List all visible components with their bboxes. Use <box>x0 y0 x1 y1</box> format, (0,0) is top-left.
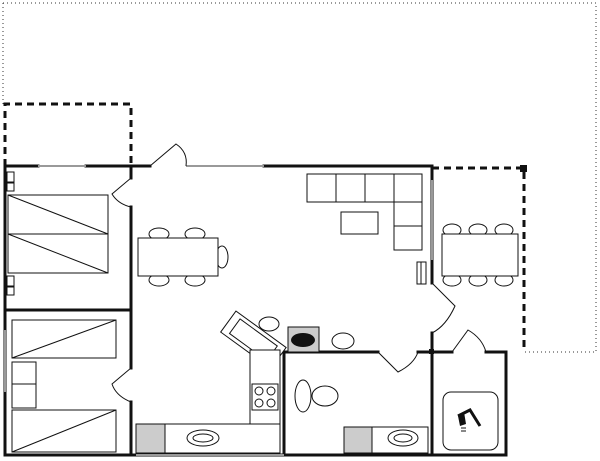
dining-table-left <box>137 227 229 287</box>
garden-boundary <box>3 2 597 353</box>
counter-sink-block <box>135 423 166 454</box>
kitchen-sink <box>186 429 220 447</box>
shower <box>442 391 499 451</box>
bunk-beds <box>11 319 117 453</box>
terrace-post <box>520 165 527 172</box>
terrace-door-post <box>429 349 434 354</box>
stool <box>331 332 355 350</box>
terrace-outline-right <box>432 166 526 352</box>
terrace-outline-left <box>3 102 133 166</box>
double-bed <box>6 171 109 296</box>
doors <box>111 143 487 403</box>
bathroom-fixtures <box>294 379 429 454</box>
windows <box>4 165 433 456</box>
dining-table-terrace <box>441 223 519 287</box>
coffee-table <box>340 211 379 235</box>
stove <box>287 326 320 353</box>
kitchen <box>135 310 287 454</box>
corner-sofa <box>306 173 423 251</box>
